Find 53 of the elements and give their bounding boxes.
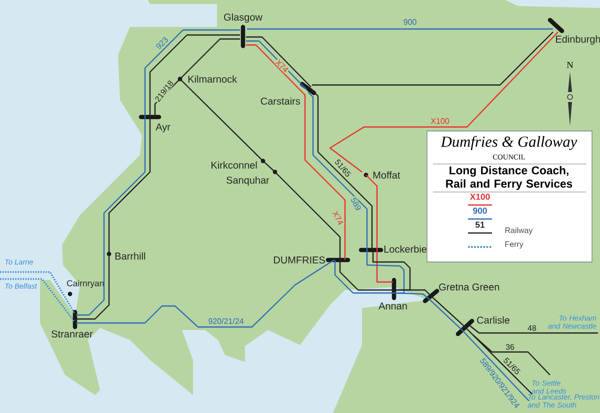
route-line — [247, 28, 553, 30]
route-line — [302, 92, 346, 260]
route-line — [464, 326, 532, 394]
place-name: Kirkconnel — [212, 161, 257, 169]
place-name: Glasgow — [224, 13, 262, 23]
route-number: 589 — [349, 196, 363, 212]
route-line — [76, 254, 110, 320]
legend-number: 51 — [475, 222, 485, 228]
route-number: 923 — [154, 35, 170, 51]
place-name: Edinburgh — [556, 35, 600, 45]
route-line — [108, 117, 151, 254]
compass-letter: N — [566, 62, 574, 68]
council-name: Dumfries & Galloway — [440, 136, 578, 150]
route-line — [468, 324, 598, 334]
route-line — [394, 289, 432, 296]
place-name: Carstairs — [260, 97, 300, 105]
legend-label: Railway — [505, 227, 533, 235]
route-line — [339, 260, 394, 291]
route-line — [462, 330, 530, 402]
route-line — [366, 174, 393, 283]
place-name: Stranraer — [52, 330, 93, 338]
place-name: Gretna Green — [439, 283, 500, 291]
legend-label: 900 — [473, 208, 487, 214]
place-name: DUMFRIES — [274, 256, 325, 264]
route-line — [312, 32, 554, 86]
route-line — [372, 250, 411, 291]
route-line — [180, 78, 264, 162]
route-line — [262, 160, 276, 172]
route-line — [76, 259, 334, 328]
place-name: Barrhill — [115, 252, 146, 260]
route-line — [394, 292, 430, 300]
place-name: Cairnryan — [67, 280, 104, 288]
route-line — [0, 278, 75, 322]
place-name: Ayr — [156, 124, 170, 132]
route-line — [274, 172, 341, 260]
place-name: Moffat — [373, 171, 400, 179]
map-title: Long Distance Coach, Rail and Ferry Services — [446, 166, 572, 190]
route-number: X74 — [274, 58, 290, 74]
place-name: Carlisle — [477, 316, 510, 324]
route-line — [329, 32, 558, 172]
legend-label: Ferry — [505, 241, 524, 249]
route-line — [472, 334, 550, 376]
route-number: X74 — [331, 209, 345, 227]
place-name: Annan — [378, 302, 407, 310]
legend-label: X100 — [470, 194, 490, 200]
route-line — [366, 250, 405, 294]
route-line — [76, 117, 146, 316]
route-line — [334, 260, 394, 294]
place-name: Sanquhar — [226, 176, 270, 186]
route-line — [180, 38, 240, 80]
route-line — [0, 271, 76, 314]
place-name: Kilmarnock — [188, 75, 238, 83]
place-name: Lockerbie — [384, 245, 427, 253]
